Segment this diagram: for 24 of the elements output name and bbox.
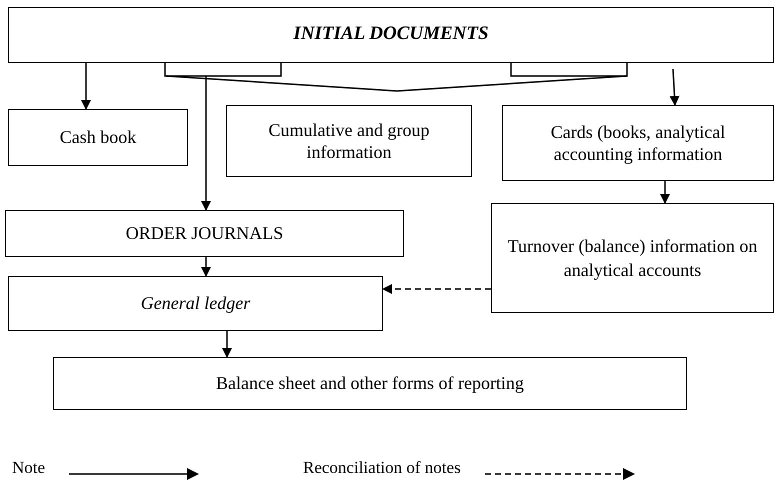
box-text: General ledger [140, 292, 250, 315]
arrow [660, 181, 670, 204]
box-text: ORDER JOURNALS [126, 222, 284, 245]
box-text: Cards (books, analytical accounting information [550, 120, 726, 166]
legend-text: Reconciliation of notes [303, 457, 461, 479]
process-box [8, 109, 188, 166]
arrow [201, 257, 211, 277]
box-text: Cumulative and group information [268, 118, 430, 164]
process-box [5, 210, 404, 257]
process-box [8, 276, 383, 331]
arrow [670, 68, 680, 106]
box-text: Turnover (balance) information on analytical accounts [506, 234, 758, 282]
arrow [81, 63, 91, 110]
process-box [53, 357, 687, 410]
process-box [502, 105, 774, 181]
box-text: Cash book [60, 126, 136, 149]
box-text: Balance sheet and other forms of reporting [216, 372, 524, 395]
arrow [222, 331, 232, 358]
box-text: INITIAL DOCUMENTS [293, 22, 489, 46]
dashed-arrow [382, 284, 491, 294]
legend-text: Note [12, 457, 46, 479]
process-box [226, 105, 472, 177]
arrow [201, 76, 211, 211]
process-box [491, 203, 774, 313]
